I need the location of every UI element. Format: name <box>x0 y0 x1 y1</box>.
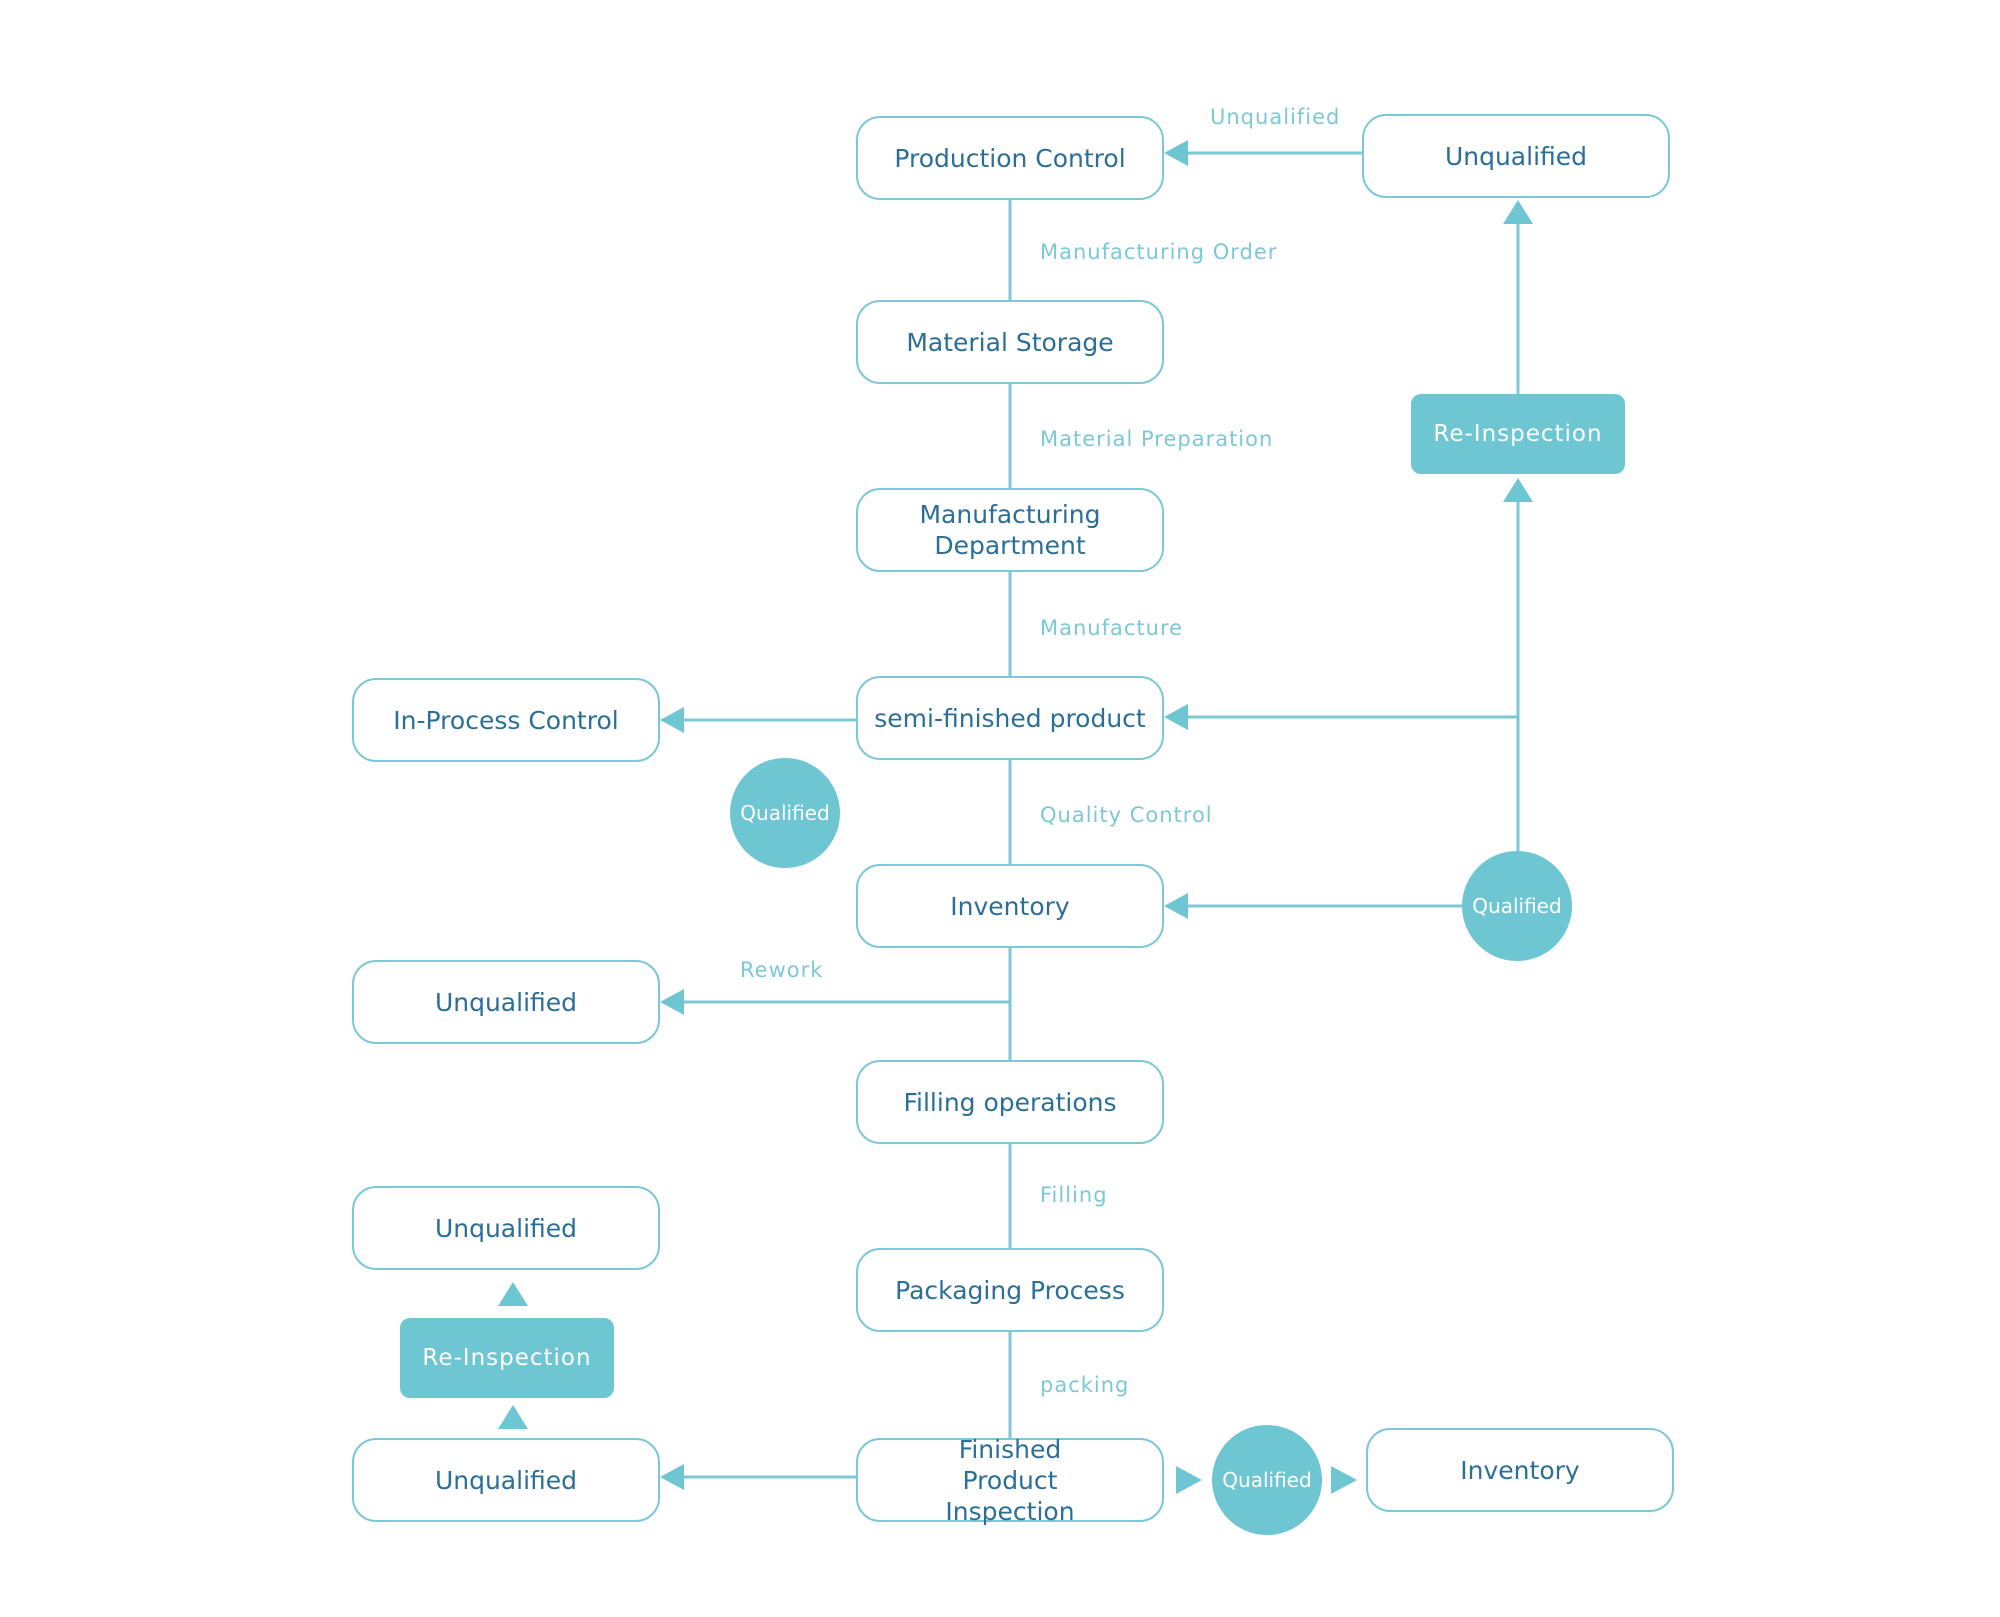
edge-label-unqualified: Unqualified <box>1210 105 1341 129</box>
edge-label-filling: Filling <box>1040 1183 1108 1207</box>
arrowhead <box>660 1464 684 1490</box>
edge-label-quality-control: Quality Control <box>1040 803 1213 827</box>
edge-label-manufacture: Manufacture <box>1040 616 1184 640</box>
arrowhead <box>660 989 684 1015</box>
edge-label-manufacturing-order: Manufacturing Order <box>1040 240 1278 264</box>
node-qualified-left: Qualified <box>730 758 840 868</box>
arrowhead <box>1331 1466 1357 1494</box>
node-material-storage: Material Storage <box>856 300 1164 384</box>
node-re-inspection-left: Re-Inspection <box>400 1318 614 1398</box>
node-unqualified-rework: Unqualified <box>352 960 660 1044</box>
node-inventory: Inventory <box>856 864 1164 948</box>
arrowhead <box>1176 1466 1202 1494</box>
node-unqualified-upper-left: Unqualified <box>352 1186 660 1270</box>
arrowhead <box>1503 478 1533 502</box>
node-semi-finished-product: semi-finished product <box>856 676 1164 760</box>
node-qualified-right: Qualified <box>1462 851 1572 961</box>
edge-label-rework: Rework <box>740 958 824 982</box>
edge-label-packing: packing <box>1040 1373 1130 1397</box>
node-inventory-bottom: Inventory <box>1366 1428 1674 1512</box>
node-production-control: Production Control <box>856 116 1164 200</box>
arrowhead <box>1164 893 1188 919</box>
node-qualified-bottom: Qualified <box>1212 1425 1322 1535</box>
node-unqualified-bottom-left: Unqualified <box>352 1438 660 1522</box>
arrowhead <box>1164 140 1188 166</box>
node-packaging-process: Packaging Process <box>856 1248 1164 1332</box>
node-re-inspection-right: Re-Inspection <box>1411 394 1625 474</box>
arrowhead <box>1164 704 1188 730</box>
edge-label-material-preparation: Material Preparation <box>1040 427 1274 451</box>
node-finished-product-inspection: Finished Product Inspection <box>856 1435 1164 1526</box>
node-manufacturing-department: Manufacturing Department <box>856 488 1164 572</box>
node-filling-operations: Filling operations <box>856 1060 1164 1144</box>
arrowhead <box>498 1282 528 1306</box>
arrowhead <box>1503 200 1533 224</box>
arrowhead <box>498 1405 528 1429</box>
node-in-process-control: In-Process Control <box>352 678 660 762</box>
arrowhead <box>660 707 684 733</box>
node-unqualified-top: Unqualified <box>1362 114 1670 198</box>
